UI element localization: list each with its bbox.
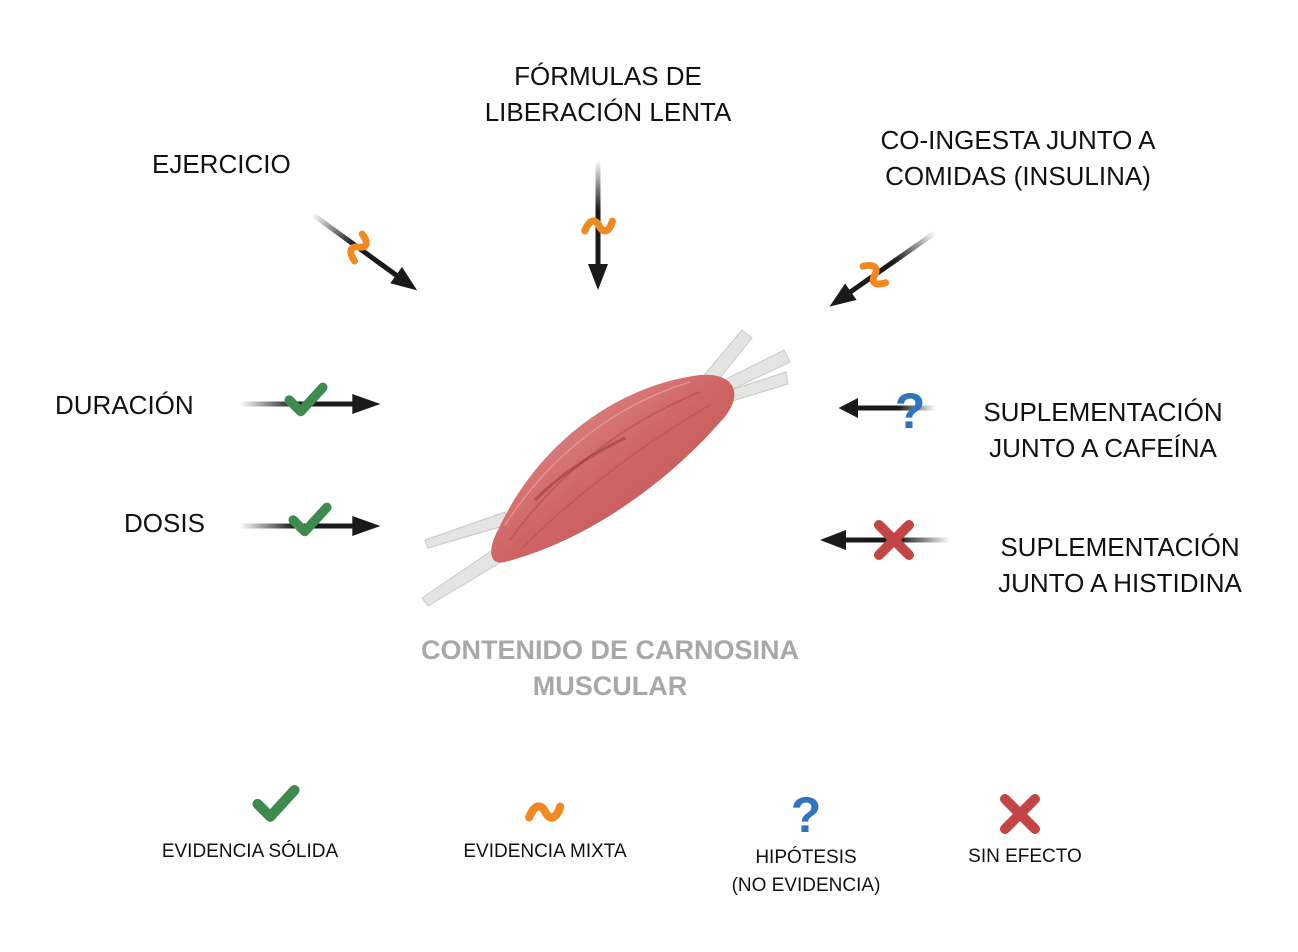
- legend-label: EVIDENCIA MIXTA: [463, 841, 627, 862]
- tilde-icon: [863, 261, 886, 288]
- label-dosis: DOSIS: [124, 505, 205, 541]
- tilde-icon: [347, 234, 370, 261]
- label-line: EJERCICIO: [152, 149, 291, 179]
- label-line: SUPLEMENTACIÓN: [983, 397, 1223, 427]
- question-icon: ?: [895, 383, 926, 439]
- tilde-icon: [585, 221, 613, 231]
- label-line: CO-INGESTA JUNTO A: [880, 125, 1156, 155]
- label-line: COMIDAS (INSULINA): [885, 161, 1151, 191]
- legend-question-icon: ?: [791, 787, 822, 843]
- label-histidina: SUPLEMENTACIÓN JUNTO A HISTIDINA: [972, 529, 1268, 601]
- legend-item-solida: EVIDENCIA SÓLIDA: [140, 838, 360, 866]
- label-coingesta: CO-INGESTA JUNTO A COMIDAS (INSULINA): [858, 122, 1178, 194]
- legend-label: (NO EVIDENCIA): [731, 875, 881, 896]
- legend-item-sin-efecto: SIN EFECTO: [940, 843, 1110, 871]
- legend-label: HIPÓTESIS: [755, 847, 857, 868]
- label-line: DURACIÓN: [55, 390, 194, 420]
- legend-cross-icon: [1005, 799, 1035, 829]
- legend-item-hipotesis: HIPÓTESIS (NO EVIDENCIA): [700, 844, 912, 900]
- label-line: DOSIS: [124, 508, 205, 538]
- legend-item-mixta: EVIDENCIA MIXTA: [440, 838, 650, 866]
- center-label-line: CONTENIDO DE CARNOSINA: [420, 635, 799, 665]
- legend-tilde-icon: [529, 806, 560, 817]
- center-label: CONTENIDO DE CARNOSINA MUSCULAR: [380, 632, 840, 704]
- label-line: JUNTO A HISTIDINA: [998, 568, 1242, 598]
- arrow-ejercicio: [306, 205, 424, 299]
- label-line: LIBERACIÓN LENTA: [484, 97, 732, 127]
- label-cafeina: SUPLEMENTACIÓN JUNTO A CAFEÍNA: [962, 394, 1244, 466]
- label-line: SUPLEMENTACIÓN: [1000, 532, 1240, 562]
- label-line: FÓRMULAS DE: [514, 61, 702, 91]
- legend-check-icon: [258, 790, 295, 816]
- legend-label: SIN EFECTO: [968, 846, 1082, 867]
- arrow-coingesta: [823, 223, 942, 315]
- legend-label: EVIDENCIA SÓLIDA: [161, 841, 339, 862]
- center-label-line: MUSCULAR: [532, 671, 688, 701]
- check-icon: [289, 387, 323, 411]
- muscle-illustration: [421, 329, 791, 607]
- label-formulas: FÓRMULAS DE LIBERACIÓN LENTA: [458, 58, 758, 130]
- label-line: JUNTO A CAFEÍNA: [989, 433, 1217, 463]
- label-duracion: DURACIÓN: [55, 387, 194, 423]
- label-ejercicio: EJERCICIO: [152, 146, 291, 182]
